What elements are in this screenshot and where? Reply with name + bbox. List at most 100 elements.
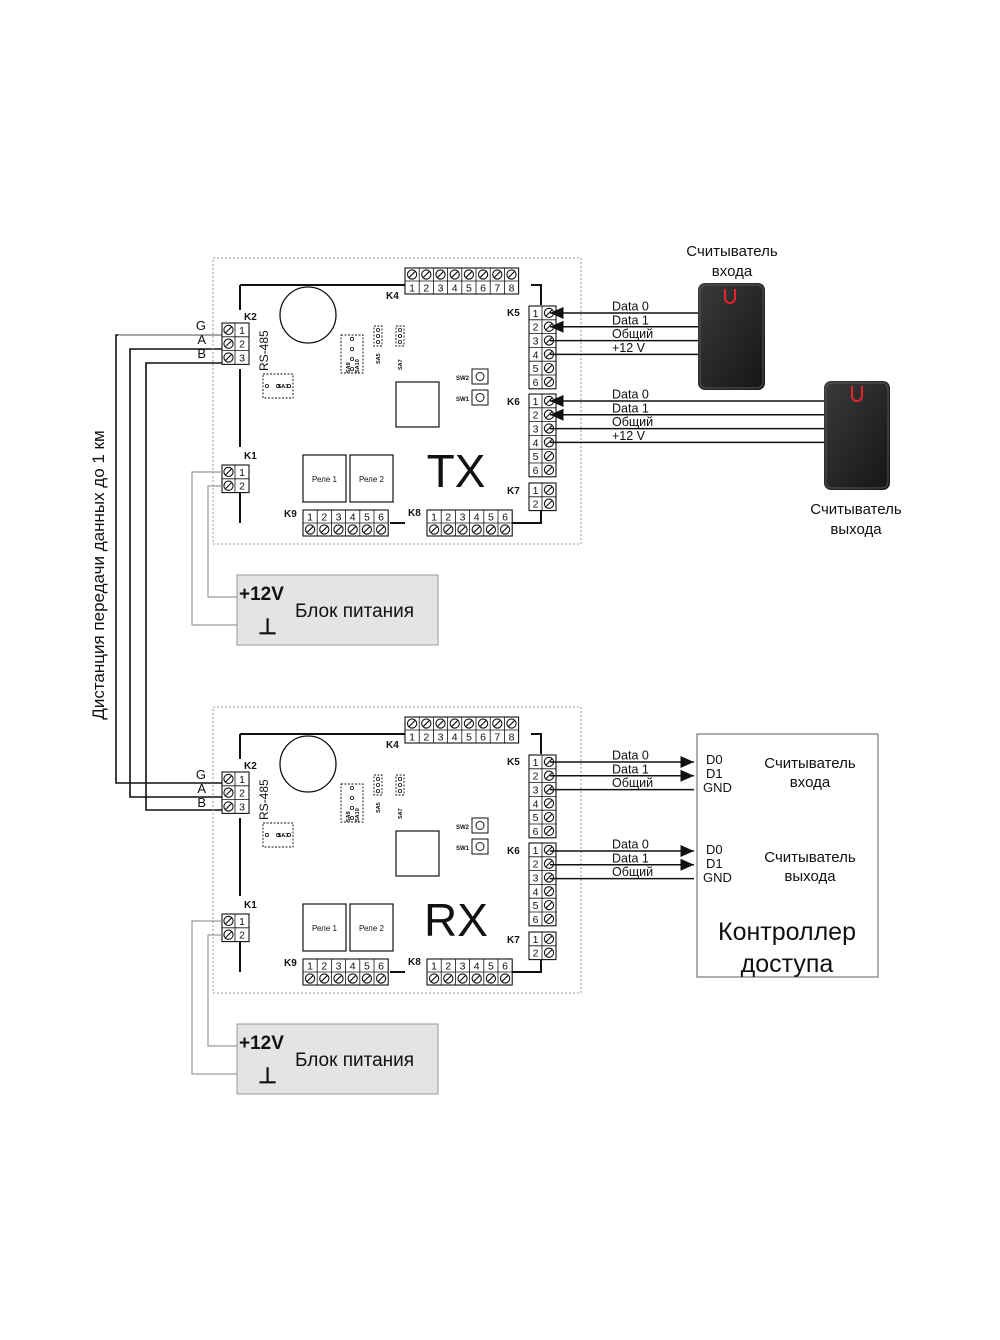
distance-label: Дистанция передачи данных до 1 км — [89, 430, 108, 719]
tx-k1-terminal: 12 — [221, 464, 250, 494]
rx-relay-2-label: Реле 2 — [359, 924, 385, 933]
tx-k4-pin: 2 — [423, 283, 429, 295]
rx-k8-screw — [471, 973, 482, 984]
rx-k4-pin: 5 — [466, 732, 472, 744]
tx-sa10-label: SA10 — [355, 359, 361, 373]
tx-power-ground-icon: ⊥ — [258, 614, 277, 639]
rx-k6-screw — [543, 899, 555, 911]
tx-k7-terminal: 12 — [528, 482, 557, 512]
reader-exit-label-2: выхода — [830, 521, 882, 538]
rx-k4-pin: 4 — [452, 732, 458, 744]
rx-k4-label: K4 — [386, 740, 399, 751]
tx-k9-screw — [333, 524, 344, 535]
rx-k6-pin: 5 — [533, 900, 539, 912]
tx-power-box — [236, 574, 439, 646]
rx-k7-screw — [543, 947, 555, 958]
tx-k1-label: K1 — [244, 451, 257, 462]
tx-k4-screw — [477, 269, 489, 280]
rx-power-wire-gnd — [191, 920, 238, 1075]
tx-bus-line-1: A — [197, 332, 206, 347]
tx-k2-screw — [223, 324, 234, 336]
tx-k2-terminal: 123 — [221, 322, 250, 365]
tx-k8-pin: 4 — [474, 512, 480, 524]
jumper-pin — [349, 806, 354, 811]
rx-title: RX — [424, 894, 488, 946]
jumper-block — [340, 783, 364, 823]
rx-k5-pin: 6 — [533, 826, 539, 838]
rx-k7-screw — [543, 933, 555, 945]
rx-k4-screw — [477, 718, 489, 729]
jumper-pin — [397, 333, 402, 338]
rx-k6-wire-label-2: Общий — [612, 865, 653, 879]
tx-k9-pin: 5 — [364, 512, 370, 524]
tx-k6-pin: 2 — [533, 410, 539, 422]
rx-k9-screw — [347, 973, 358, 984]
controller-entry-label-1: Считыватель — [764, 755, 856, 772]
tx-k4-screw — [435, 269, 446, 280]
tx-power-wire-12v — [207, 485, 238, 598]
rx-sa3-label: SA3 — [278, 833, 289, 839]
tx-k5-pin: 6 — [533, 377, 539, 389]
rx-k6-screw — [543, 844, 555, 856]
rx-bus-line-0: G — [196, 767, 206, 782]
jumper-pin — [397, 327, 402, 332]
rx-k1-terminal: 12 — [221, 913, 250, 943]
rx-rs485-label: RS-485 — [257, 779, 271, 820]
rx-k5-wire-label-1: Data 1 — [612, 762, 649, 776]
rx-power-supply: +12V⊥Блок питания — [236, 1023, 439, 1095]
rx-k8-pin: 1 — [431, 961, 437, 973]
reader-exit-device — [824, 381, 890, 490]
tx-k4-pin: 7 — [494, 283, 500, 295]
tx-k5-wire-label-2: Общий — [612, 327, 653, 341]
tx-k4-pin: 5 — [466, 283, 472, 295]
tx-k1-screw — [223, 480, 234, 491]
tx-k9-pin: 6 — [378, 512, 384, 524]
tx-board-outline — [212, 257, 582, 545]
controller-exit-label-1: Считыватель — [764, 849, 856, 866]
rx-k2-screw — [223, 787, 234, 798]
tx-k8-screw — [443, 524, 454, 535]
tx-k5-wire-label-3: +12 V — [612, 341, 646, 355]
tx-k4-screw — [506, 269, 517, 280]
rx-power-ground-icon: ⊥ — [258, 1063, 277, 1088]
rx-k6-label: K6 — [507, 846, 520, 857]
tx-k7-screw — [543, 498, 555, 509]
jumper-pin — [264, 383, 269, 388]
tx-k2-label: K2 — [244, 312, 257, 323]
jumper-pin — [375, 777, 380, 782]
rx-k8-screw — [457, 973, 468, 984]
reader-entry: Считыватель входа — [686, 243, 778, 390]
tx-k6-wire-label-3: +12 V — [612, 429, 646, 443]
rx-k5-pin: 2 — [533, 771, 539, 783]
tx-sa7-label: SA7 — [398, 359, 404, 370]
tx-pcb-outline — [239, 284, 542, 524]
jumper-pin — [375, 339, 380, 344]
controller-exit-d1: D1 — [706, 856, 723, 871]
tx-k8-pin: 1 — [431, 512, 437, 524]
rx-k8-pin: 5 — [488, 961, 494, 973]
tx-k2-pin: 1 — [239, 325, 245, 337]
tx-k6-screw — [543, 437, 555, 448]
rx-k9-label: K9 — [284, 958, 297, 969]
tx-k5-wire-label-1: Data 1 — [612, 313, 649, 327]
rx-k2-pin: 1 — [239, 774, 245, 786]
rx-k4-pin: 6 — [480, 732, 486, 744]
controller-entry-d1: D1 — [706, 766, 723, 781]
tx-k4-screw — [449, 269, 460, 280]
tx-k5-pin: 4 — [533, 349, 539, 361]
tx-k6-pin: 1 — [533, 396, 539, 408]
rx-k7-terminal: 12 — [528, 931, 557, 961]
jumper-pin — [286, 833, 291, 838]
rx-k9-pin: 3 — [336, 961, 342, 973]
rx-relay-1 — [302, 903, 347, 952]
tx-sw1-knob — [475, 393, 485, 402]
rx-sw1-label: SW1 — [456, 846, 470, 852]
rx-k5-screw — [543, 798, 555, 809]
tx-k9-screw — [319, 524, 330, 535]
rx-k6-wire-label-0: Data 0 — [612, 838, 649, 852]
